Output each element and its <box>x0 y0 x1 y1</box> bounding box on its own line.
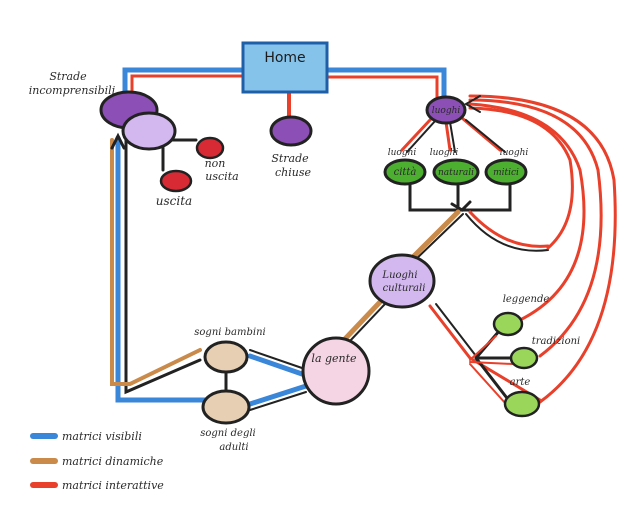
connector-home-luoghi-red <box>326 75 439 100</box>
tradizioni-label: tradizioni <box>532 336 581 347</box>
arte-node[interactable] <box>503 390 541 418</box>
strade-chiuse-label-2: chiuse <box>275 166 311 179</box>
sogni-bambini-node[interactable] <box>203 340 249 374</box>
la-gente-node[interactable]: la gente <box>301 336 371 406</box>
connector-to-culturali-black <box>412 213 464 263</box>
legend-item-interattive: matrici interattive <box>30 479 164 492</box>
legend-label-dinamiche: matrici dinamiche <box>62 455 164 468</box>
luoghi-naturali-label-1: luoghi <box>430 148 459 158</box>
connector-left-trunk-brown <box>110 138 202 386</box>
connector-home-strade-blue <box>122 67 245 101</box>
leggende-label: leggende <box>503 294 550 305</box>
luoghi-citta-label-2: città <box>394 167 417 178</box>
connector-to-culturali-brown <box>405 209 461 265</box>
connector-merge-black-arc <box>465 213 549 252</box>
legend: matrici visibili matrici dinamiche matri… <box>30 430 164 492</box>
leggende-node[interactable] <box>492 311 524 337</box>
uscita-label: uscita <box>156 194 192 208</box>
home-node[interactable]: Home <box>241 41 329 94</box>
luoghi-label: luoghi <box>432 106 461 116</box>
connector-bambini-gente-black <box>249 349 303 369</box>
connector-culturali-traditions-black <box>435 303 477 357</box>
connector-home-luoghi-blue <box>325 67 447 101</box>
connector-adulti-gente-black <box>249 391 307 411</box>
strade-incomprensibili-label-1: Strade <box>49 70 87 83</box>
luoghi-naturali-label-2: naturali <box>438 168 474 178</box>
uscita-node[interactable] <box>159 169 193 193</box>
non-uscita-label-1: non <box>205 157 226 170</box>
luoghi-culturali-label-1: Luoghi <box>381 270 417 281</box>
sogni-adulti-label-1: sogni degli <box>200 428 256 439</box>
sogni-bambini-label: sogni bambini <box>194 327 265 338</box>
luoghi-naturali-node[interactable]: naturali <box>432 158 480 186</box>
sogni-adulti-node[interactable] <box>201 389 251 425</box>
arte-label: arte <box>510 377 531 388</box>
connector-luoghi-branches-red <box>400 116 502 152</box>
connector-arrow-up <box>110 132 126 150</box>
tradizioni-node[interactable] <box>509 346 539 370</box>
connector-luoghi-branches-black <box>406 119 506 153</box>
connector-loop-tradizioni <box>468 98 603 358</box>
luoghi-mitici-label-2: mitici <box>493 168 519 178</box>
connector-loop-leggende <box>468 102 586 322</box>
connector-loop-arte <box>468 94 617 404</box>
home-label: Home <box>264 50 305 66</box>
sogni-adulti-label-2: adulti <box>219 442 248 453</box>
connector-loop-merge <box>468 106 574 250</box>
luoghi-mitici-label-1: luoghi <box>500 148 529 158</box>
connector-left-trunk-black <box>124 136 202 395</box>
connector-culturali-traditions-red <box>428 304 542 402</box>
legend-label-interattive: matrici interattive <box>62 479 164 492</box>
connector-culturali-gente-brown <box>341 299 383 343</box>
connector-merge-red-arc <box>468 210 550 248</box>
connector-luoghi-arrow <box>463 95 481 113</box>
connector-left-trunk-blue <box>115 135 208 403</box>
non-uscita-node[interactable] <box>195 136 225 160</box>
legend-label-visibili: matrici visibili <box>62 430 142 443</box>
connector-bambini-gente-blue <box>247 353 305 377</box>
connector-greens-merge <box>408 182 512 212</box>
strade-incomprensibili-node[interactable] <box>99 90 177 151</box>
strade-chiuse-node[interactable] <box>269 115 313 147</box>
connector-home-strade-red <box>130 74 244 100</box>
strade-incomprensibili-label-2: incomprensibili <box>29 84 115 97</box>
connector-culturali-gente-black <box>348 303 386 343</box>
connector-merge-arrow <box>450 200 472 212</box>
non-uscita-label-2: uscita <box>205 170 238 183</box>
legend-item-visibili: matrici visibili <box>30 430 142 443</box>
luoghi-culturali-label-2: culturali <box>383 283 426 294</box>
luoghi-node[interactable]: luoghi <box>425 95 467 125</box>
legend-item-dinamiche: matrici dinamiche <box>30 455 164 468</box>
la-gente-label: la gente <box>311 352 357 365</box>
luoghi-culturali-node[interactable]: Luoghi culturali <box>368 253 436 309</box>
luoghi-citta-node[interactable]: città <box>383 158 427 186</box>
luoghi-citta-label-1: luoghi <box>388 148 417 158</box>
connector-traditions-fan-red <box>469 335 513 405</box>
connectors <box>110 67 617 411</box>
strade-chiuse-label-1: Strade <box>271 152 309 165</box>
connector-adulti-gente-blue <box>247 383 309 407</box>
luoghi-mitici-node[interactable]: mitici <box>484 158 528 186</box>
